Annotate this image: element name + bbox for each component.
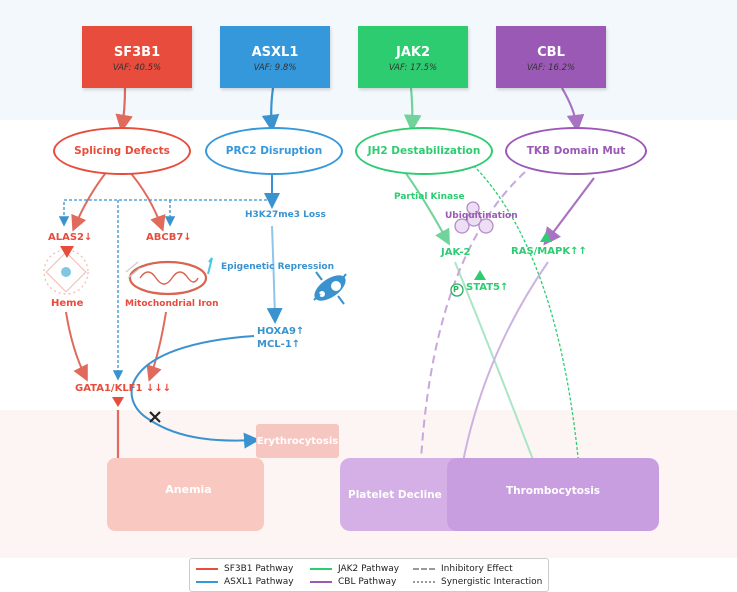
gata1-down-triangle [112,397,124,407]
outcome-anemia-label: Anemia [165,483,212,496]
legend: SF3B1 Pathway ASXL1 Pathway JAK2 Pathway… [189,558,549,592]
iron-spark-icon [207,257,213,275]
legend-item-asxl1: ASXL1 Pathway [196,576,294,588]
label-partial-kinase: Partial Kinase [394,192,465,202]
h3k27-to-hoxa9-arrow [266,225,283,324]
block-x-mark [149,411,161,423]
alas2-down-triangle [60,246,74,258]
heme-molecule-icon [43,249,89,295]
ubiquitin-icon [454,201,494,234]
legend-item-inhibitory: Inhibitory Effect [413,563,513,575]
label-epigenetic-repression: Epigenetic Repression [221,262,334,272]
legend-item-synergistic: Synergistic Interaction [413,576,542,588]
hoxa9-to-erythrocytosis-arrow [130,335,260,449]
asxl1-to-prc2-arrow [261,87,280,133]
label-jak2-active: JAK-2 [441,247,471,258]
legend-label-cbl: CBL Pathway [338,577,397,587]
legend-swatch-inhibitory [413,568,435,570]
legend-label-synergistic: Synergistic Interaction [441,577,543,587]
legend-item-cbl: CBL Pathway [310,576,396,588]
legend-label-sf3b1: SF3B1 Pathway [224,564,294,574]
phosphate-circle-icon [450,283,464,297]
mechanism-prc2-disruption: PRC2 Disruption [205,127,343,175]
jh2-synergistic-arrow [469,161,585,481]
mechanism-tkb-domain: TKB Domain Mut [505,127,647,175]
legend-label-inhibitory: Inhibitory Effect [441,564,513,574]
gene-name-sf3b1: SF3B1 [113,45,161,60]
outcome-anemia: Anemia [107,458,264,531]
label-mcl1: MCL-1↑ [257,339,301,350]
mitochondria-icon [128,260,208,296]
stat5-up-triangle [474,270,486,280]
label-gata1-klf1: GATA1/KLF1 ↓↓↓ [75,383,172,394]
label-stat5: STAT5↑ [466,282,509,293]
label-heme: Heme [51,298,84,309]
legend-label-asxl1: ASXL1 Pathway [224,577,294,587]
gene-name-asxl1: ASXL1 [251,45,299,60]
jak2-to-jh2-arrow [403,87,422,133]
outcome-erythrocytosis: Erythrocytosis [256,424,339,458]
heme-to-gata1-arrow [65,311,88,382]
gene-box-sf3b1: SF3B1 VAF: 40.5% [82,26,192,88]
gene-vaf-sf3b1: VAF: 40.5% [112,63,162,73]
gene-name-cbl: CBL [537,45,565,60]
phosphate-p-glyph: P [453,285,459,294]
label-ras-mapk: RAS/MAPK↑↑ [511,246,587,257]
gene-vaf-asxl1: VAF: 9.8% [253,63,297,73]
splicing-to-alas2-arrow [71,169,109,232]
legend-item-sf3b1: SF3B1 Pathway [196,563,293,575]
legend-swatch-cbl [310,581,332,583]
splicing-to-abcb7-arrow [127,169,166,232]
gene-box-cbl: CBL VAF: 16.2% [496,26,606,88]
gene-vaf-cbl: VAF: 16.2% [526,63,576,73]
label-mitochondrial-iron: Mitochondrial Iron [125,299,219,309]
label-alas2: ALAS2↓ [48,232,93,243]
jh2-to-jak2-arrow [404,171,450,246]
asxl1-dashed-branch [58,170,273,227]
legend-item-jak2: JAK2 Pathway [310,563,399,575]
outcome-thrombocytosis: Thrombocytosis [447,458,659,531]
cbl-to-tkb-arrow [561,87,585,133]
tkb-to-rasmapk-arrow [543,177,595,246]
rasmapk-to-thrombocytosis-arrow [454,261,549,482]
rasmapk-up-triangle [540,232,552,242]
gene-box-jak2: JAK2 VAF: 17.5% [358,26,468,88]
tkb-inhibitory-arrow [412,171,526,482]
label-abcb7: ABCB7↓ [146,232,192,243]
legend-swatch-synergistic [413,581,435,583]
legend-swatch-sf3b1 [196,568,218,570]
label-h3k27me3-loss: H3K27me3 Loss [245,210,326,220]
label-ubiquitination: Ubiquitination [445,211,518,221]
sf3b1-to-splicing-arrow [115,87,133,133]
mito-to-gata1-arrow [146,311,167,382]
dna-methylation-icon [313,271,347,305]
mechanism-jh2-destabilization: JH2 Destabilization [355,127,493,175]
label-hoxa9: HOXA9↑ [257,326,305,337]
legend-swatch-jak2 [310,568,332,570]
gene-box-asxl1: ASXL1 VAF: 9.8% [220,26,330,88]
mechanism-splicing-defects: Splicing Defects [53,127,191,175]
legend-label-jak2: JAK2 Pathway [338,564,400,574]
jak2-to-thrombocytosis-arrow [454,261,544,482]
legend-swatch-asxl1 [196,581,218,583]
motion-lines-icon [125,261,141,279]
gene-name-jak2: JAK2 [395,45,431,60]
gene-vaf-jak2: VAF: 17.5% [388,63,438,73]
